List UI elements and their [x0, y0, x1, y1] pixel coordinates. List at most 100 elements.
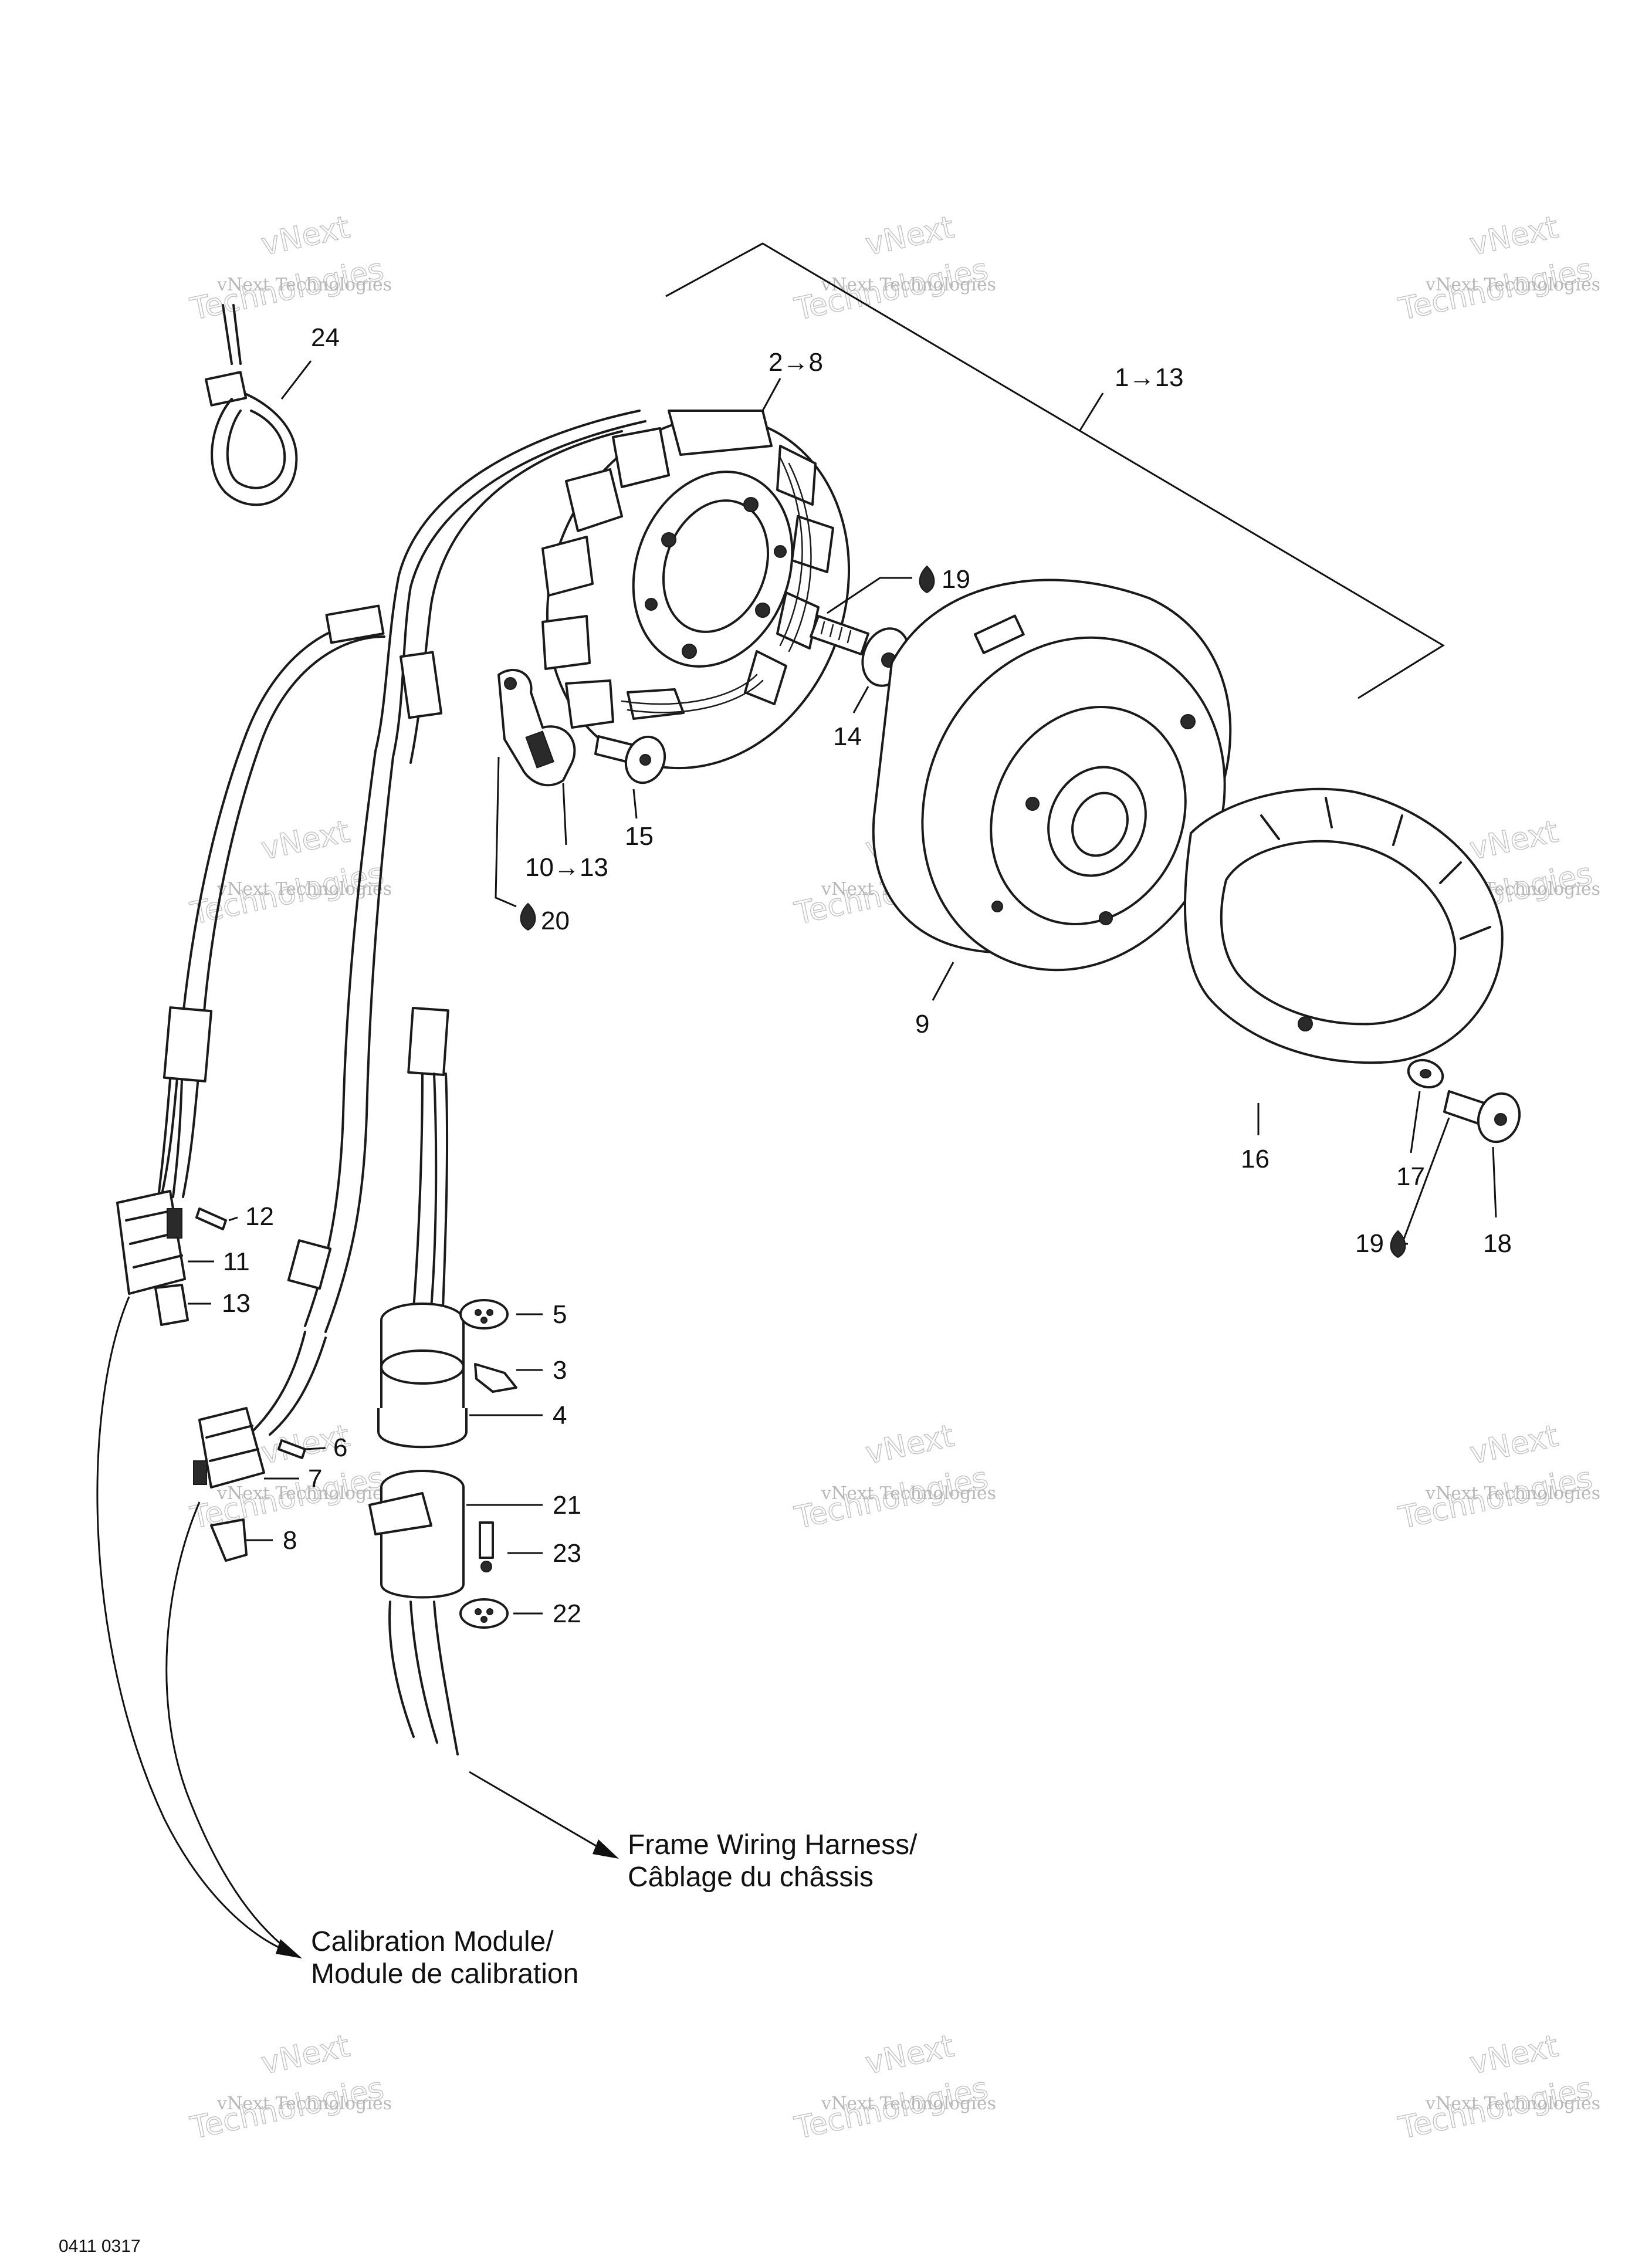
drop-icon — [1390, 1230, 1406, 1259]
leader-2-8 — [761, 378, 781, 411]
callout-18: 18 — [1483, 1229, 1512, 1258]
callout-16: 16 — [1241, 1145, 1270, 1173]
watermark: vNext Technologies vNext Technologies — [791, 2028, 997, 2147]
watermark: vNext Technologies vNext Technologies — [791, 209, 997, 328]
leader-calibration-b — [165, 1501, 294, 1955]
callout-8: 8 — [283, 1526, 297, 1555]
svg-text:vNext: vNext — [1467, 1418, 1561, 1471]
trigger-coil — [497, 668, 576, 787]
svg-text:vNext Technologies: vNext Technologies — [821, 275, 996, 295]
svg-text:vNext: vNext — [258, 814, 353, 867]
connector-21 — [368, 1470, 465, 1755]
callout-11: 11 — [223, 1247, 250, 1276]
leader-14 — [852, 686, 869, 713]
terminal-13 — [154, 1284, 189, 1326]
svg-text:vNext Technologies: vNext Technologies — [821, 2093, 996, 2114]
caption-calibration-fr: Module de calibration — [311, 1958, 578, 1990]
svg-text:vNext: vNext — [258, 2028, 353, 2081]
trigger-wheel — [1184, 787, 1504, 1064]
callout-1-13: 1→13 — [1115, 363, 1183, 392]
svg-text:vNext Technologies: vNext Technologies — [821, 1483, 996, 1504]
caption-calibration-en: Calibration Module/ — [311, 1926, 554, 1957]
pin-23 — [479, 1521, 494, 1572]
callout-20: 20 — [541, 906, 570, 935]
terminal-8 — [210, 1518, 248, 1562]
connector-7 — [193, 1407, 265, 1489]
leader-9 — [932, 962, 954, 1001]
callout-24: 24 — [311, 323, 340, 352]
watermark: vNext Technologies vNext Technologies — [1396, 209, 1601, 328]
callout-10-13: 10→13 — [525, 853, 608, 882]
leader-6 — [304, 1447, 326, 1450]
svg-text:vNext Technologies: vNext Technologies — [216, 879, 392, 899]
svg-text:vNext Technologies: vNext Technologies — [216, 275, 392, 295]
assembly-bracket — [665, 242, 1445, 699]
leader-1-13 — [1078, 393, 1104, 432]
rotor — [872, 579, 1232, 972]
caption-frame-harness-fr: Câblage du châssis — [628, 1862, 874, 1893]
callout-4: 4 — [553, 1401, 567, 1430]
svg-text:vNext Technologies: vNext Technologies — [216, 1483, 392, 1504]
leader-calibration-a — [96, 1296, 294, 1955]
bolt-18 — [1443, 1090, 1521, 1144]
svg-text:vNext Technologies: vNext Technologies — [1425, 2093, 1600, 2114]
callout-9: 9 — [915, 1010, 929, 1038]
caption-frame-harness-en: Frame Wiring Harness/ — [628, 1829, 918, 1860]
watermark: vNext Technologies vNext Technologies — [1396, 1418, 1601, 1537]
svg-text:vNext: vNext — [258, 209, 353, 262]
seal-5 — [459, 1299, 509, 1330]
svg-text:vNext: vNext — [1467, 814, 1561, 867]
leader-10-13 — [562, 783, 567, 845]
screw-15 — [594, 735, 666, 784]
leader-17 — [1410, 1091, 1421, 1153]
watermark: vNext Technologies vNext Technologies — [1396, 2028, 1601, 2147]
leader-20 — [495, 756, 517, 908]
cable-tie — [205, 304, 298, 506]
footer-code: 0411 0317 — [59, 2237, 141, 2253]
callout-7: 7 — [308, 1464, 322, 1493]
svg-text:vNext Technologies: vNext Technologies — [216, 2093, 392, 2114]
callout-21: 21 — [553, 1491, 581, 1520]
svg-text:vNext: vNext — [1467, 209, 1561, 262]
svg-text:vNext Technologies: vNext Technologies — [1425, 1483, 1600, 1504]
svg-text:vNext: vNext — [862, 1418, 957, 1471]
callout-2-8: 2→8 — [769, 348, 823, 377]
drop-icon — [520, 902, 536, 931]
leader-24 — [280, 360, 312, 400]
callout-3: 3 — [553, 1356, 567, 1385]
svg-text:vNext: vNext — [1467, 2028, 1561, 2081]
svg-text:vNext: vNext — [862, 2028, 957, 2081]
leader-frame-harness — [469, 1771, 611, 1855]
arrowhead — [276, 1939, 302, 1958]
connector-11 — [116, 1190, 186, 1295]
watermark: vNext Technologies vNext Technologies — [187, 2028, 392, 2147]
callout-12: 12 — [245, 1202, 274, 1231]
callout-13: 13 — [222, 1289, 250, 1318]
seal-22 — [459, 1598, 509, 1629]
stator — [541, 410, 851, 770]
drop-icon — [919, 565, 935, 594]
callout-23: 23 — [553, 1539, 581, 1568]
svg-text:vNext Technologies: vNext Technologies — [1425, 275, 1600, 295]
leader-19a — [827, 577, 912, 614]
callout-19a: 19 — [942, 565, 970, 594]
leader-15 — [632, 789, 638, 819]
callout-15: 15 — [625, 822, 654, 851]
callout-6: 6 — [333, 1433, 347, 1462]
leader-18 — [1492, 1146, 1497, 1218]
wire-harness — [157, 410, 646, 1436]
callout-5: 5 — [553, 1300, 567, 1329]
washer-17 — [1407, 1058, 1444, 1089]
connector-4 — [377, 1303, 468, 1449]
callout-14: 14 — [833, 722, 862, 751]
svg-text:vNext: vNext — [862, 209, 957, 262]
callout-22: 22 — [553, 1599, 581, 1628]
leader-12 — [228, 1216, 238, 1222]
screw-14 — [810, 615, 910, 687]
arrowhead — [593, 1839, 619, 1859]
callout-17: 17 — [1396, 1162, 1425, 1191]
watermark: vNext Technologies vNext Technologies — [187, 209, 392, 328]
watermark: vNext Technologies vNext Technologies — [791, 1418, 997, 1537]
pin-3 — [474, 1363, 517, 1393]
